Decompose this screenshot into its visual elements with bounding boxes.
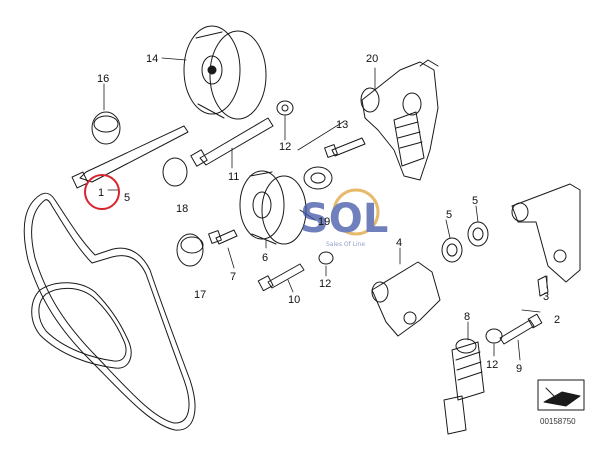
long-bolt — [71, 125, 189, 189]
callout-12-lower: 12 — [486, 359, 498, 371]
bracket-housing — [371, 261, 441, 337]
tensioner-arm — [511, 183, 581, 297]
document-number: 00158750 — [540, 417, 576, 426]
callout-10: 10 — [288, 294, 300, 306]
callout-14: 14 — [146, 53, 158, 65]
bolt-11 — [190, 117, 274, 167]
watermark-text: SOL — [300, 196, 388, 242]
callout-2: 2 — [554, 314, 560, 326]
bushing-right — [467, 221, 489, 247]
callout-12-middle: 12 — [319, 278, 331, 290]
callout-5-left: 5 — [446, 209, 452, 221]
highlight-circle — [84, 174, 120, 210]
callout-12-top: 12 — [279, 141, 291, 153]
shock-absorber — [443, 338, 485, 435]
callout-18: 18 — [176, 203, 188, 215]
callout-17: 17 — [194, 289, 206, 301]
leader-lines — [103, 57, 548, 361]
reference-symbol — [537, 379, 585, 411]
washer-lower — [485, 328, 503, 344]
bolt-2 — [499, 313, 543, 345]
callout-9: 9 — [516, 363, 522, 375]
callout-19: 19 — [318, 216, 330, 228]
callout-1: 1 — [98, 187, 104, 199]
callout-5-top: 5 — [124, 192, 130, 204]
large-washer — [303, 166, 333, 190]
idler-pulley — [239, 170, 307, 245]
washer-middle — [318, 251, 334, 265]
bolt-10 — [257, 263, 305, 292]
callout-5-right: 5 — [472, 195, 478, 207]
washer-top — [276, 100, 294, 116]
bushing-left — [441, 237, 463, 263]
watermark-logo: SOL Sales Of Line — [300, 188, 388, 248]
callout-8: 8 — [464, 311, 470, 323]
cap-17 — [176, 233, 204, 267]
callout-6: 6 — [262, 252, 268, 264]
cap-18 — [162, 157, 188, 187]
callout-7: 7 — [230, 271, 236, 283]
tensioner-assembly — [360, 59, 439, 181]
callout-3: 3 — [543, 291, 549, 303]
deflection-pulley — [183, 25, 267, 120]
drive-belt — [23, 192, 196, 431]
callout-labels: 14 16 1 5 18 11 12 13 20 19 6 17 7 10 12… — [97, 53, 560, 375]
bolt-7 — [208, 229, 238, 245]
callout-4: 4 — [396, 237, 402, 249]
pulley-cap — [91, 111, 121, 145]
callout-16: 16 — [97, 73, 109, 85]
watermark-tagline: Sales Of Line — [326, 241, 365, 248]
callout-11: 11 — [228, 171, 239, 183]
bolt-13 — [324, 137, 366, 158]
callout-20: 20 — [366, 53, 378, 65]
callout-13: 13 — [336, 119, 348, 131]
